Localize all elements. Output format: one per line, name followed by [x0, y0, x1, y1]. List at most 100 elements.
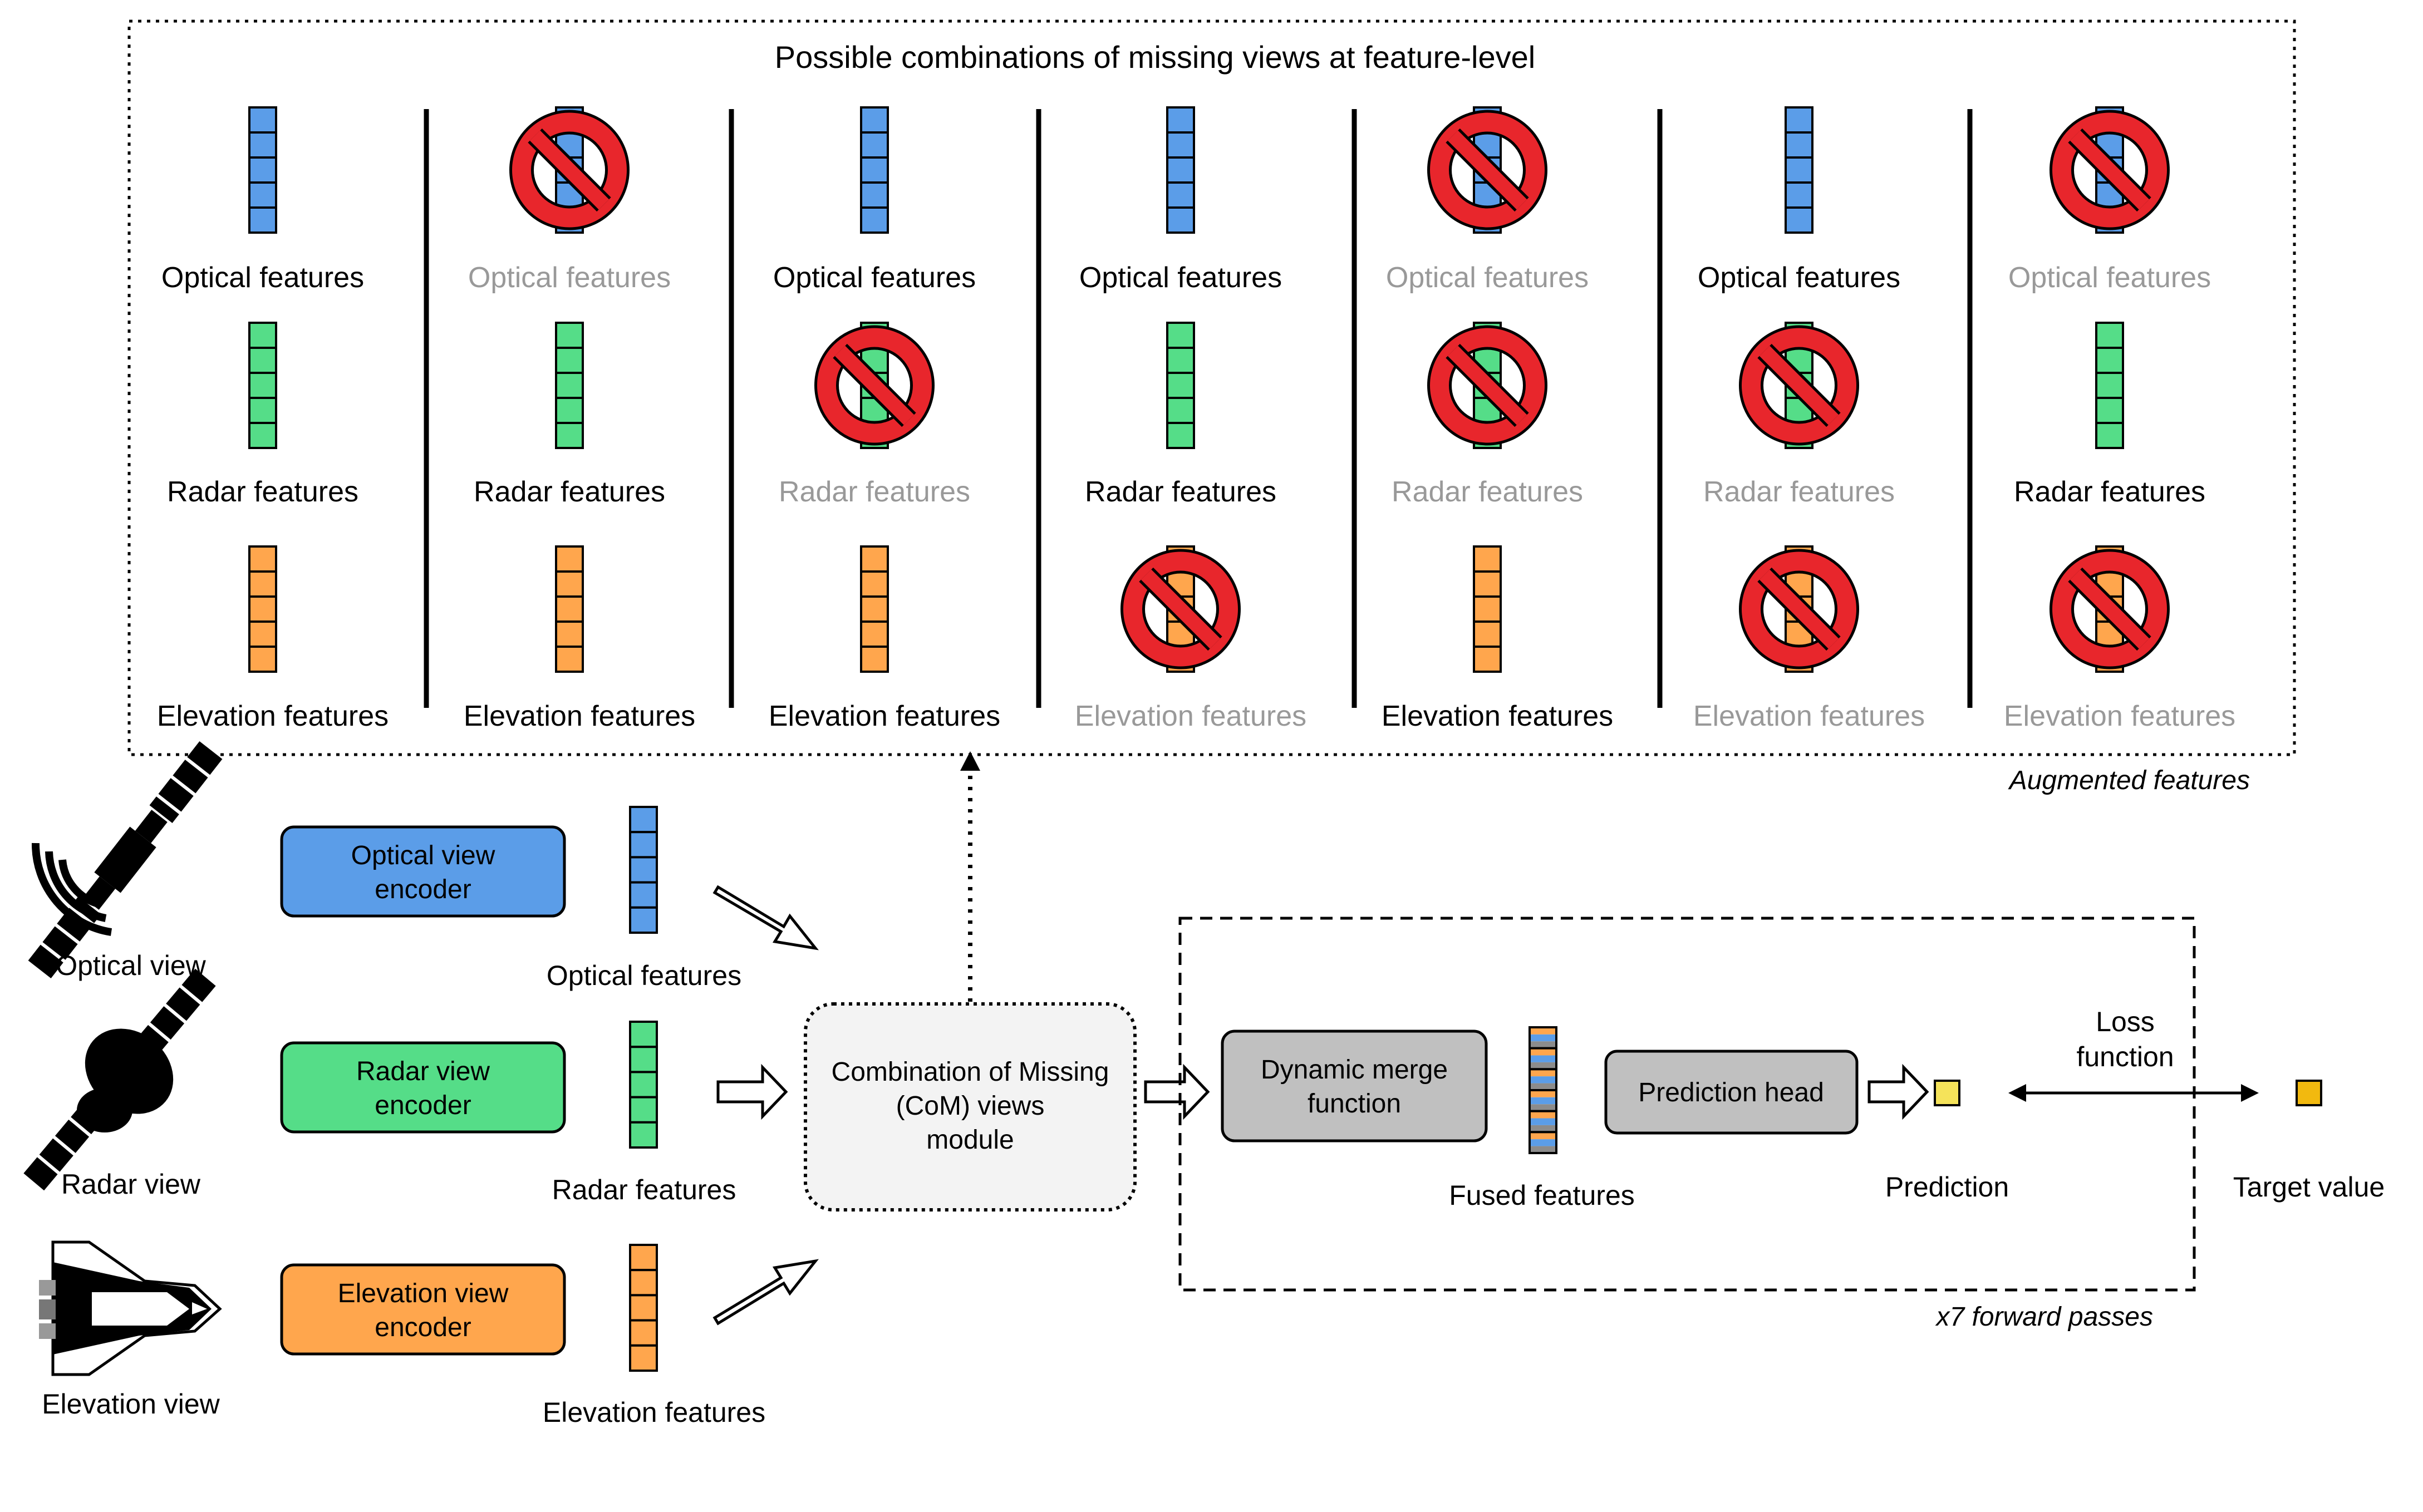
merge-line1: Dynamic merge [1261, 1055, 1448, 1085]
radar-encoder-line2: encoder [375, 1091, 471, 1120]
vector-cell [1166, 106, 1195, 134]
radar-encoder-line1: Radar view [356, 1057, 490, 1086]
vector-cell [2095, 422, 2124, 449]
panel-title: Possible combinations of missing views a… [775, 40, 1535, 75]
elevation-feature-vector [1473, 545, 1502, 673]
target-label: Target value [2233, 1171, 2385, 1203]
elevation-feature-vector [555, 545, 584, 673]
forward-passes-box [1178, 917, 2196, 1292]
vector-cell [1166, 397, 1195, 424]
encoded-feature-vectors [629, 806, 658, 1372]
radar-features-label: Radar features [552, 1174, 736, 1205]
vector-cell [1166, 206, 1195, 234]
vector-cell [860, 620, 889, 648]
fused-cell [1528, 1026, 1557, 1050]
vector-cell [860, 570, 889, 598]
vector-cell [629, 1344, 658, 1372]
radar-feature-vector [2095, 322, 2124, 449]
vector-cell [248, 646, 277, 673]
elevation-feature-vector [248, 545, 277, 673]
elevation-features-label: Elevation features [1382, 700, 1613, 732]
vector-cell [248, 347, 277, 374]
optical-feature-vector [1166, 106, 1195, 234]
vector-cell [248, 156, 277, 184]
elevation-to-com-arrow [712, 1259, 819, 1326]
vector-cell [629, 1294, 658, 1322]
vector-cell [860, 595, 889, 623]
vector-cell [248, 422, 277, 449]
radar-features-label: Radar features [779, 476, 970, 508]
fused-feature-vector [1528, 1026, 1557, 1155]
elevation-features-label: Elevation features [157, 700, 389, 732]
vector-cell [860, 181, 889, 209]
prohibited-icon [1120, 549, 1241, 669]
vector-cell [860, 646, 889, 673]
vector-cell [248, 131, 277, 159]
head-to-prediction-arrow [1867, 1063, 1929, 1120]
vector-cell [555, 570, 584, 598]
vector-cell [1166, 181, 1195, 209]
radar-view-label: Radar view [61, 1169, 201, 1200]
optical-encoder-line2: encoder [375, 875, 471, 904]
vector-cell [1473, 570, 1502, 598]
vector-cell [1473, 595, 1502, 623]
elevation-view-label: Elevation view [42, 1388, 220, 1420]
optical-to-com-arrow [712, 885, 819, 950]
optical-features-label: Optical features [2008, 262, 2211, 294]
vector-cell [860, 156, 889, 184]
prohibited-icon [1739, 549, 1859, 669]
fused-cell [1528, 1110, 1557, 1134]
satellite-signal-icon [28, 741, 223, 979]
elevation-feature-vector [860, 545, 889, 673]
vector-cell [555, 372, 584, 399]
com-line2: (CoM) views [896, 1091, 1045, 1121]
radar-feature-vector [555, 322, 584, 449]
fused-features-label: Fused features [1449, 1180, 1635, 1211]
merge-box: Dynamic merge function [1221, 1030, 1488, 1142]
view-icons [23, 741, 223, 1376]
vector-cell [629, 1319, 658, 1347]
vector-cell [629, 1021, 658, 1048]
vector-cell [1473, 545, 1502, 573]
vector-cell [555, 347, 584, 374]
optical-view-label: Optical view [56, 950, 206, 981]
vector-cell [629, 856, 658, 884]
vector-cell [1785, 156, 1813, 184]
vector-cell [1473, 646, 1502, 673]
elevation-encoded-vector [629, 1244, 658, 1372]
prediction-head-box: Prediction head [1604, 1050, 1859, 1135]
elevation-encoder-line2: encoder [375, 1313, 471, 1342]
vector-cell [248, 322, 277, 349]
prohibited-icon [2050, 549, 2170, 669]
merge-line2: function [1308, 1089, 1401, 1119]
vector-cell [248, 372, 277, 399]
vector-cell [629, 831, 658, 859]
radar-to-com-arrow [716, 1063, 788, 1120]
optical-encoded-vector [629, 806, 658, 934]
elevation-encoder-line1: Elevation view [338, 1279, 509, 1308]
vector-cell [2095, 397, 2124, 424]
com-to-merge-arrow [1144, 1063, 1210, 1120]
radar-features-label: Radar features [167, 476, 358, 508]
optical-features-label: Optical features [547, 960, 741, 991]
radar-features-label: Radar features [2014, 476, 2205, 508]
radar-encoder: Radar view encoder [280, 1041, 566, 1134]
vector-cell [555, 397, 584, 424]
vector-cell [1166, 131, 1195, 159]
optical-features-label: Optical features [1698, 262, 1900, 294]
vector-cell [629, 881, 658, 909]
vector-cell [1785, 206, 1813, 234]
vector-cell [1785, 181, 1813, 209]
vector-cell [629, 1244, 658, 1272]
com-module: Combination of Missing (CoM) views modul… [804, 1002, 1137, 1211]
vector-cell [555, 422, 584, 449]
vector-cell [1785, 106, 1813, 134]
radar-features-label: Radar features [1085, 476, 1276, 508]
